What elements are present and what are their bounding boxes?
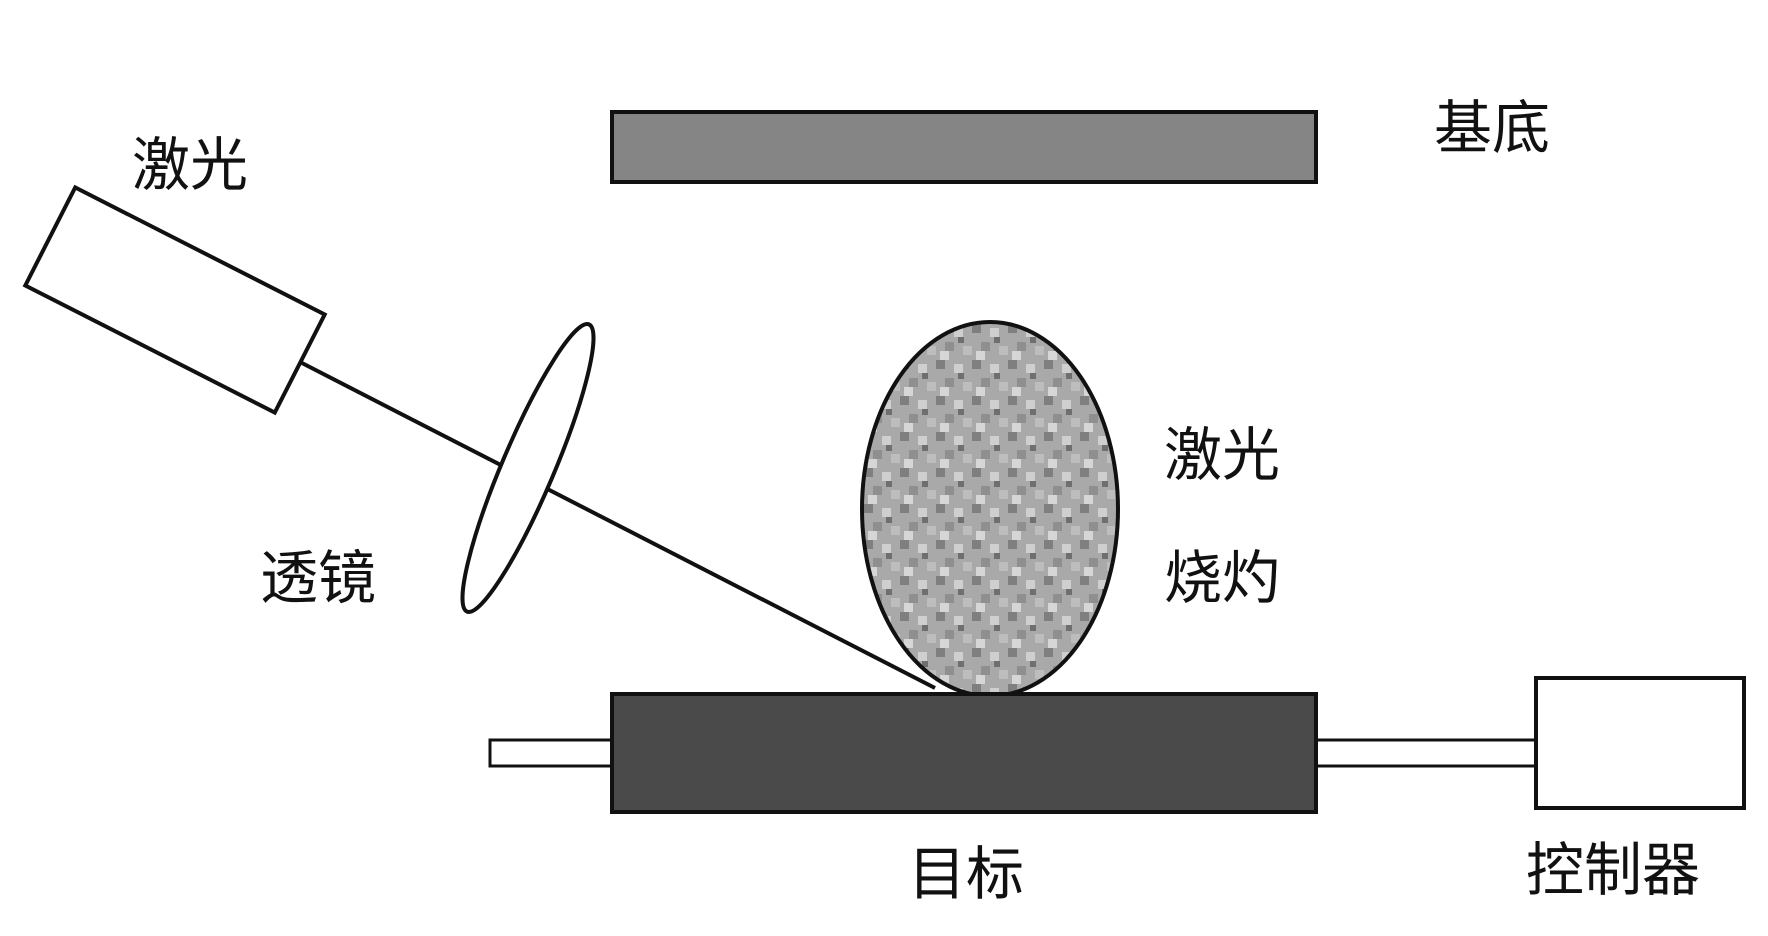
controller-label: 控制器 xyxy=(1526,836,1700,904)
laser-source xyxy=(22,184,328,416)
ablation-label-line1: 激光 xyxy=(1164,421,1280,489)
ablation-label-line2: 烧灼 xyxy=(1164,544,1280,612)
target-block xyxy=(610,692,1318,814)
controller-box xyxy=(1534,676,1746,810)
substrate-plate xyxy=(610,110,1318,184)
plasma-plume xyxy=(860,320,1120,698)
target-label: 目标 xyxy=(908,840,1024,908)
substrate-label: 基底 xyxy=(1434,94,1550,162)
laser-label: 激光 xyxy=(132,131,248,199)
lens-label: 透镜 xyxy=(260,544,376,612)
laser-beam xyxy=(299,360,936,690)
lens xyxy=(460,322,596,614)
